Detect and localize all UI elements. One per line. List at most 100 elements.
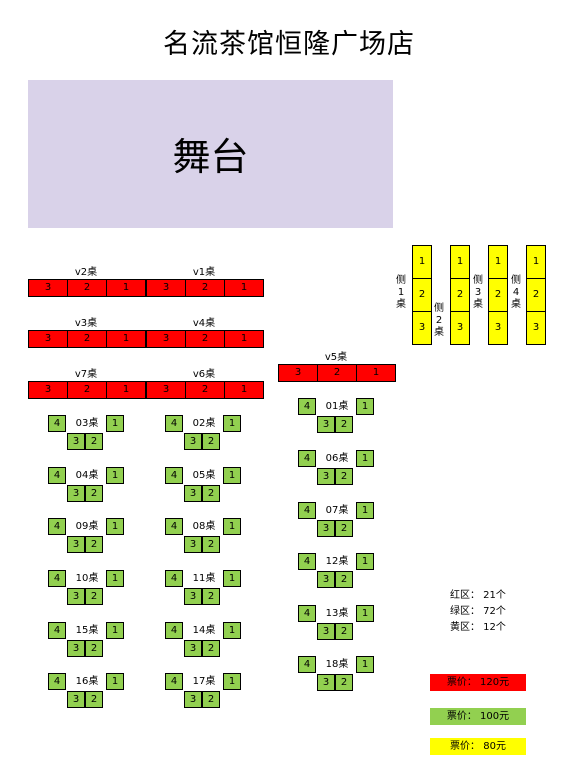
seat[interactable]: 3 <box>412 311 432 345</box>
seat[interactable]: 1 <box>223 622 241 639</box>
seat[interactable]: 1 <box>223 518 241 535</box>
seat[interactable]: 1 <box>223 415 241 432</box>
seat[interactable]: 3 <box>184 433 202 450</box>
seat[interactable]: 1 <box>106 330 146 348</box>
seat[interactable]: 2 <box>202 588 220 605</box>
seat[interactable]: 1 <box>106 622 124 639</box>
seat[interactable]: 3 <box>184 536 202 553</box>
table-09[interactable]: 4 09桌 1 3 2 <box>48 518 126 556</box>
seat[interactable]: 4 <box>298 398 316 415</box>
seat[interactable]: 1 <box>106 381 146 399</box>
seat[interactable]: 2 <box>67 330 107 348</box>
seat[interactable]: 1 <box>526 245 546 279</box>
seat[interactable]: 1 <box>106 570 124 587</box>
seat[interactable]: 1 <box>356 553 374 570</box>
seat[interactable]: 4 <box>165 467 183 484</box>
table-07[interactable]: 4 07桌 1 3 2 <box>298 502 376 540</box>
seat[interactable]: 2 <box>202 536 220 553</box>
seat[interactable]: 2 <box>335 416 353 433</box>
seat[interactable]: 3 <box>488 311 508 345</box>
table-15[interactable]: 4 15桌 1 3 2 <box>48 622 126 660</box>
seat[interactable]: 1 <box>450 245 470 279</box>
seat[interactable]: 3 <box>184 691 202 708</box>
table-03[interactable]: 4 03桌 1 3 2 <box>48 415 126 453</box>
seat[interactable]: 1 <box>488 245 508 279</box>
seat[interactable]: 3 <box>67 691 85 708</box>
seat[interactable]: 1 <box>412 245 432 279</box>
seat[interactable]: 3 <box>28 381 68 399</box>
seat[interactable]: 2 <box>202 640 220 657</box>
seat[interactable]: 1 <box>224 279 264 297</box>
seat[interactable]: 4 <box>165 622 183 639</box>
seat[interactable]: 1 <box>223 467 241 484</box>
seat[interactable]: 2 <box>317 364 357 382</box>
seat[interactable]: 3 <box>450 311 470 345</box>
seat[interactable]: 2 <box>185 330 225 348</box>
seat[interactable]: 3 <box>184 588 202 605</box>
table-06[interactable]: 4 06桌 1 3 2 <box>298 450 376 488</box>
table-08[interactable]: 4 08桌 1 3 2 <box>165 518 243 556</box>
seat[interactable]: 2 <box>85 640 103 657</box>
table-01[interactable]: 4 01桌 1 3 2 <box>298 398 376 436</box>
seat[interactable]: 3 <box>317 623 335 640</box>
seat[interactable]: 2 <box>450 278 470 312</box>
seat[interactable]: 4 <box>48 518 66 535</box>
seat[interactable]: 2 <box>85 536 103 553</box>
seat[interactable]: 3 <box>28 279 68 297</box>
seat[interactable]: 2 <box>185 279 225 297</box>
seat[interactable]: 1 <box>356 450 374 467</box>
seat[interactable]: 4 <box>298 450 316 467</box>
seat[interactable]: 1 <box>223 570 241 587</box>
seat[interactable]: 4 <box>298 656 316 673</box>
seat[interactable]: 3 <box>67 588 85 605</box>
seat[interactable]: 4 <box>298 605 316 622</box>
seat[interactable]: 4 <box>298 502 316 519</box>
table-16[interactable]: 4 16桌 1 3 2 <box>48 673 126 711</box>
seat[interactable]: 3 <box>317 416 335 433</box>
seat[interactable]: 4 <box>298 553 316 570</box>
table-13[interactable]: 4 13桌 1 3 2 <box>298 605 376 643</box>
table-10[interactable]: 4 10桌 1 3 2 <box>48 570 126 608</box>
seat[interactable]: 3 <box>67 640 85 657</box>
seat[interactable]: 3 <box>146 279 186 297</box>
seat[interactable]: 2 <box>202 433 220 450</box>
table-04[interactable]: 4 04桌 1 3 2 <box>48 467 126 505</box>
table-12[interactable]: 4 12桌 1 3 2 <box>298 553 376 591</box>
seat[interactable]: 4 <box>165 570 183 587</box>
seat[interactable]: 4 <box>165 673 183 690</box>
seat[interactable]: 4 <box>165 518 183 535</box>
seat[interactable]: 1 <box>223 673 241 690</box>
seat[interactable]: 3 <box>317 468 335 485</box>
seat[interactable]: 4 <box>48 570 66 587</box>
seat[interactable]: 3 <box>317 674 335 691</box>
seat[interactable]: 1 <box>106 673 124 690</box>
table-14[interactable]: 4 14桌 1 3 2 <box>165 622 243 660</box>
seat[interactable]: 2 <box>202 691 220 708</box>
seat[interactable]: 4 <box>48 673 66 690</box>
seat[interactable]: 2 <box>335 674 353 691</box>
seat[interactable]: 1 <box>224 330 264 348</box>
seat[interactable]: 3 <box>67 485 85 502</box>
seat[interactable]: 2 <box>488 278 508 312</box>
table-02[interactable]: 4 02桌 1 3 2 <box>165 415 243 453</box>
seat[interactable]: 4 <box>165 415 183 432</box>
seat[interactable]: 4 <box>48 622 66 639</box>
seat[interactable]: 2 <box>85 691 103 708</box>
seat[interactable]: 3 <box>28 330 68 348</box>
seat[interactable]: 2 <box>335 623 353 640</box>
seat[interactable]: 3 <box>146 330 186 348</box>
seat[interactable]: 3 <box>67 536 85 553</box>
seat[interactable]: 1 <box>106 279 146 297</box>
seat[interactable]: 2 <box>67 381 107 399</box>
seat[interactable]: 1 <box>356 605 374 622</box>
seat[interactable]: 2 <box>85 485 103 502</box>
seat[interactable]: 1 <box>356 398 374 415</box>
seat[interactable]: 2 <box>202 485 220 502</box>
seat[interactable]: 1 <box>106 518 124 535</box>
seat[interactable]: 1 <box>106 415 124 432</box>
table-11[interactable]: 4 11桌 1 3 2 <box>165 570 243 608</box>
seat[interactable]: 3 <box>526 311 546 345</box>
table-05[interactable]: 4 05桌 1 3 2 <box>165 467 243 505</box>
seat[interactable]: 2 <box>67 279 107 297</box>
seat[interactable]: 2 <box>526 278 546 312</box>
